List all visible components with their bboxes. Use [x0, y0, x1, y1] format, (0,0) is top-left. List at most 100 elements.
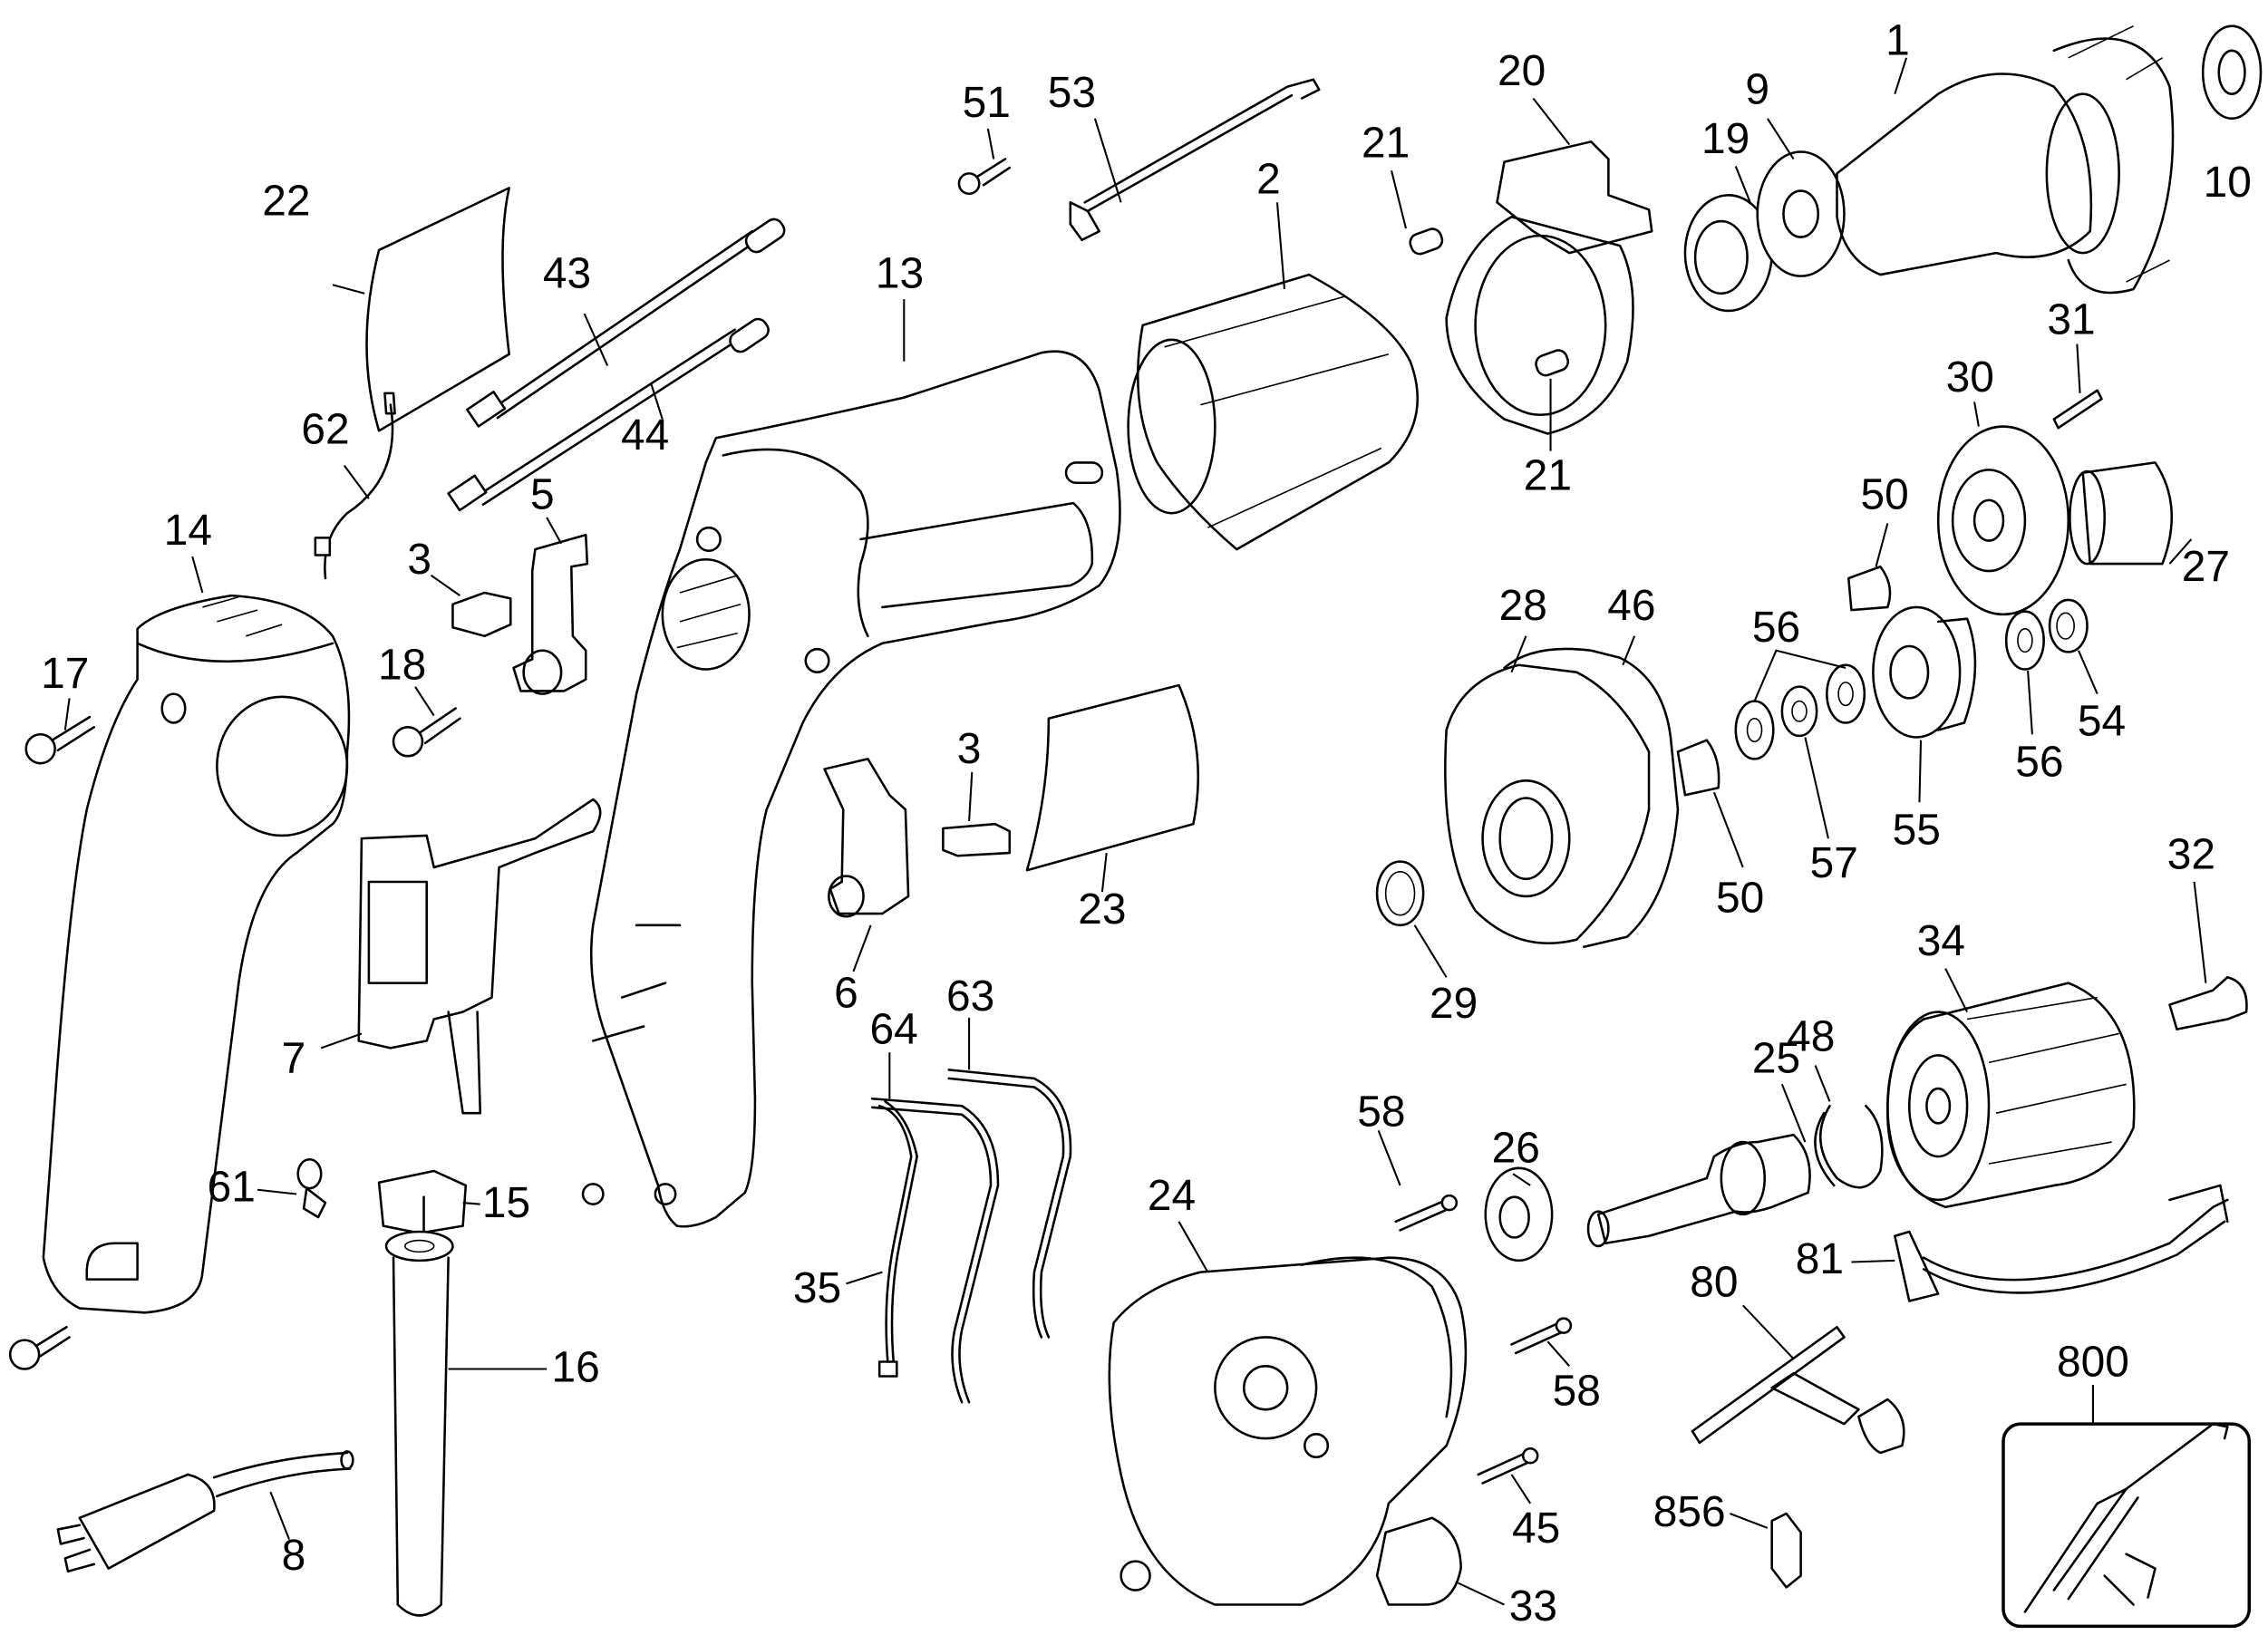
part-61-terminal	[257, 1157, 327, 1219]
label-58-upper: 58	[1357, 1088, 1405, 1136]
part-63-lead	[947, 1017, 1072, 1339]
label-29: 29	[1430, 980, 1478, 1028]
label-33: 33	[1509, 1582, 1557, 1630]
part-56-washer-c	[2004, 610, 2045, 735]
part-53-spring	[1069, 78, 1321, 242]
part-15-cord-clamp	[377, 1169, 480, 1234]
part-33-cover	[1375, 1516, 1505, 1606]
part-56-washer-b	[1753, 649, 1866, 724]
part-55-pinion-gear	[1872, 605, 1977, 803]
label-56-lower: 56	[2015, 738, 2063, 786]
part-26-bearing	[1484, 1166, 1554, 1263]
part-8-cord-plug	[56, 1450, 354, 1573]
part-16-cord-protector	[384, 1230, 548, 1617]
part-3-brush-upper	[430, 574, 512, 638]
label-45: 45	[1512, 1504, 1560, 1553]
label-25: 25	[1752, 1034, 1800, 1082]
part-35-lead	[846, 1100, 918, 1378]
part-43-lead	[466, 218, 786, 428]
part-29-washer	[1375, 860, 1448, 978]
label-16: 16	[551, 1344, 599, 1392]
label-2: 2	[1256, 156, 1281, 204]
label-27: 27	[2182, 543, 2230, 591]
part-32-chuck-screw	[2168, 881, 2248, 1030]
label-22: 22	[262, 178, 310, 226]
label-43: 43	[543, 249, 591, 297]
part-58-screw-lower	[1510, 1317, 1573, 1368]
part-6-brush-holder	[823, 758, 910, 972]
part-856-clip	[1730, 1512, 1802, 1589]
label-26: 26	[1492, 1124, 1540, 1172]
part-58-screw-upper	[1377, 1129, 1459, 1232]
part-7-switch	[320, 798, 602, 1115]
part-21-pin-lower	[1535, 349, 1570, 451]
label-53: 53	[1048, 69, 1096, 117]
part-51-screw	[957, 128, 1012, 196]
part-20-brush-ring	[1445, 97, 1653, 435]
part-34-chuck	[1886, 968, 2136, 1209]
label-8: 8	[282, 1532, 306, 1580]
label-19: 19	[1701, 115, 1749, 163]
callout-labels: 1 2 3 3 5 6 7 8 9 10 13 14 15 16 17 18 1…	[41, 16, 2252, 1630]
label-18: 18	[378, 642, 426, 690]
label-32: 32	[2167, 831, 2215, 879]
label-80: 80	[1690, 1259, 1738, 1307]
part-24-gear-case	[1108, 1221, 1468, 1606]
part-9-bearing	[1756, 118, 1846, 277]
part-21-pin-upper	[1391, 169, 1444, 256]
part-44-lead	[447, 317, 770, 512]
part-2-field	[1127, 202, 1420, 551]
part-80-chuck-key	[1691, 1304, 1905, 1455]
part-46-baffle	[1503, 635, 1680, 949]
part-30-gear	[1936, 401, 2070, 616]
part-50-bushing-lower	[1676, 739, 1744, 868]
part-13-housing	[581, 299, 1121, 1228]
label-7: 7	[282, 1034, 306, 1082]
label-14: 14	[164, 507, 212, 555]
label-17: 17	[41, 650, 89, 698]
label-30: 30	[1946, 353, 1994, 401]
label-21-upper: 21	[1362, 120, 1410, 168]
part-5-brush-holder	[512, 517, 589, 695]
part-25-spindle	[1586, 1083, 1811, 1248]
part-18-screw	[392, 686, 461, 758]
label-44: 44	[621, 411, 669, 460]
label-10: 10	[2204, 159, 2252, 207]
label-50-upper: 50	[1861, 470, 1909, 518]
part-28-bearing-plate	[1444, 635, 1651, 945]
label-57: 57	[1810, 839, 1858, 887]
label-81: 81	[1796, 1235, 1844, 1283]
part-3-brush-lower	[942, 771, 1012, 857]
part-1-armature	[1836, 24, 2175, 295]
label-3-lower: 3	[957, 725, 982, 773]
label-46: 46	[1607, 582, 1655, 630]
label-50-lower: 50	[1716, 874, 1764, 922]
part-14-handle-cover	[42, 556, 351, 1314]
part-81-key-holder	[1851, 1184, 2229, 1302]
label-34: 34	[1917, 917, 1965, 965]
label-28: 28	[1499, 582, 1547, 630]
label-58-lower: 58	[1553, 1367, 1601, 1415]
label-63: 63	[946, 972, 994, 1021]
part-screw-lower	[8, 1325, 71, 1370]
part-48-retaining-ring	[1814, 1065, 1884, 1189]
label-51: 51	[963, 79, 1011, 127]
label-5: 5	[530, 470, 555, 518]
label-24: 24	[1148, 1172, 1196, 1220]
part-31-pin	[2052, 343, 2103, 430]
label-48: 48	[1787, 1012, 1835, 1060]
label-54: 54	[2078, 698, 2126, 746]
label-13: 13	[876, 249, 924, 297]
label-62: 62	[301, 406, 349, 454]
part-56-washer-a	[1734, 700, 1775, 760]
part-64-lead	[870, 1052, 1000, 1404]
label-9: 9	[1745, 66, 1769, 114]
part-54-needle-bearing	[2048, 598, 2098, 695]
label-3-upper: 3	[407, 536, 431, 584]
part-10-bearing	[2201, 24, 2263, 121]
label-61: 61	[208, 1163, 256, 1211]
label-1: 1	[1885, 16, 1910, 64]
label-64: 64	[869, 1006, 917, 1054]
part-50-bushing-upper	[1846, 523, 1892, 612]
label-800: 800	[2057, 1338, 2129, 1386]
